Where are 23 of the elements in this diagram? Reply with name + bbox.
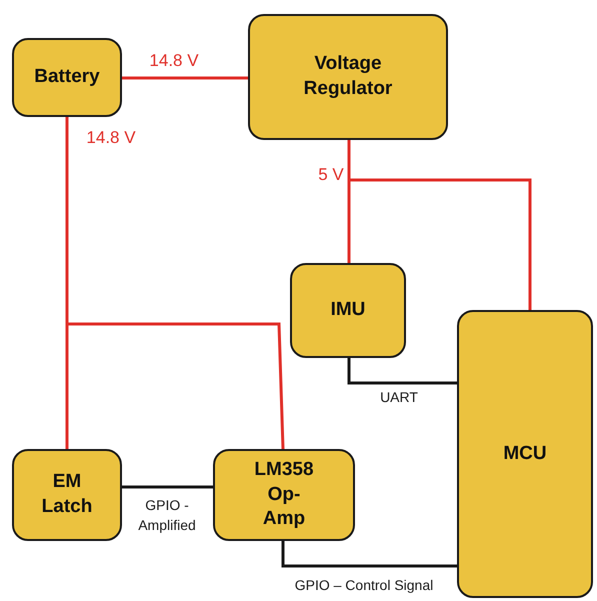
edge-label: UART xyxy=(379,388,419,407)
connector-line xyxy=(282,541,457,568)
edge-label: GPIO – Control Signal xyxy=(294,576,434,595)
component-box xyxy=(248,14,448,140)
component-label: Voltage Regulator xyxy=(304,52,392,101)
component-box xyxy=(12,38,122,117)
component-label: Battery xyxy=(34,65,100,90)
component-box xyxy=(457,310,593,598)
edge-label: 14.8 V xyxy=(85,127,137,149)
connector-line xyxy=(348,358,457,384)
edge-label: GPIO - Amplified xyxy=(137,496,197,535)
component-label: MCU xyxy=(503,442,547,466)
connector-line xyxy=(122,76,248,80)
component-label: EM Latch xyxy=(42,470,92,519)
component-label: IMU xyxy=(330,298,366,322)
component-box xyxy=(213,449,355,541)
component-box xyxy=(12,449,122,541)
edge-label: 5 V xyxy=(317,164,345,186)
edge-label: 14.8 V xyxy=(148,50,200,72)
connector-line xyxy=(122,486,213,488)
component-box xyxy=(290,263,406,358)
component-label: LM358 Op-Amp xyxy=(254,458,314,532)
connector-line xyxy=(348,140,532,310)
